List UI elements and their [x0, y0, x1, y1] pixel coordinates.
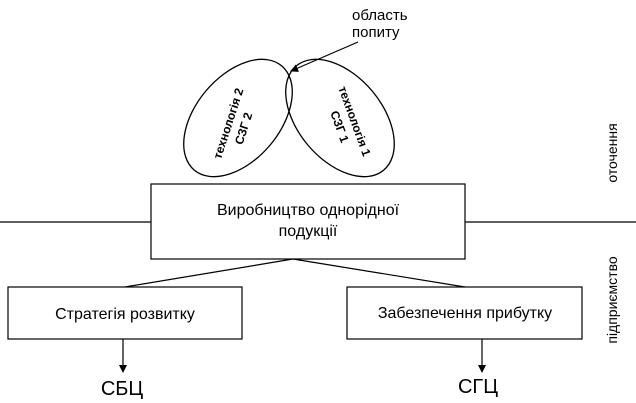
technology-1-label: технологія 1 СЗГ 1 — [327, 84, 373, 158]
development-strategy-label: Стратегія розвитку — [55, 306, 195, 323]
development-strategy-box — [7, 286, 243, 340]
production-box — [150, 183, 466, 260]
connector-to-strategy — [124, 258, 294, 288]
demand-area-pointer — [290, 41, 359, 72]
demand-area-label-line1: область — [352, 7, 408, 24]
profit-assurance-box — [346, 286, 583, 340]
production-box-line1: Виробництво однорідної — [217, 202, 400, 219]
profit-assurance-label: Забезпечення прибутку — [378, 305, 552, 322]
production-box-line2: подукції — [279, 223, 338, 240]
technology-2-ellipse — [183, 58, 293, 178]
technology-2-label: технологія 2 СЗГ 2 — [210, 86, 255, 161]
output-sgc: СГЦ — [458, 376, 498, 398]
environment-label: оточення — [604, 123, 620, 182]
connector-to-profit — [292, 258, 466, 288]
enterprise-label: підприємство — [604, 256, 620, 344]
output-sbc: СБЦ — [101, 378, 144, 400]
demand-area-label-line2: попиту — [352, 24, 400, 41]
